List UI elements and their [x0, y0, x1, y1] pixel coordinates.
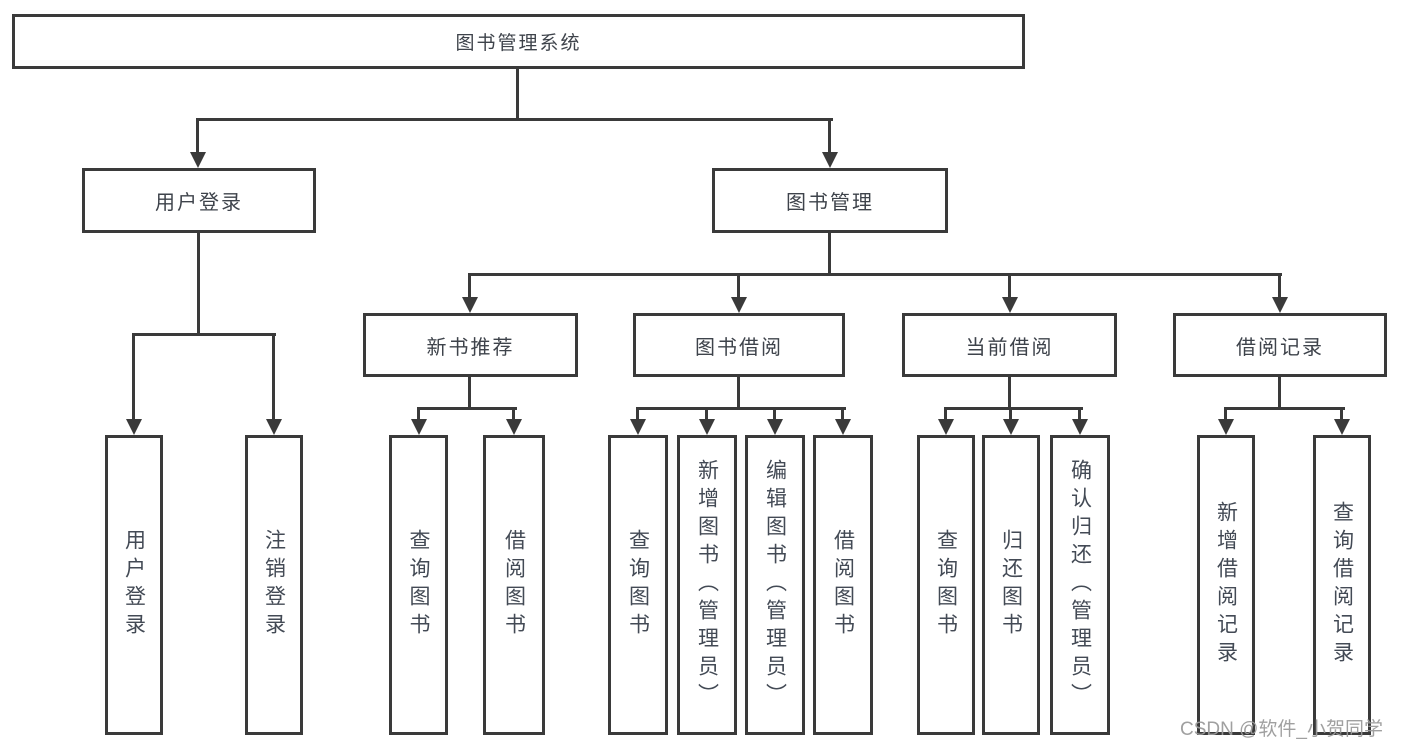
arrow-down-icon: [944, 407, 947, 419]
node-edit-book-admin: 编辑图书（管理员）: [745, 435, 805, 735]
arrow-down-icon: [828, 118, 831, 152]
connector-line: [468, 273, 1282, 276]
arrow-down-icon: [1078, 407, 1081, 419]
node-book-management: 图书管理: [712, 168, 948, 233]
node-new-book-recommend: 新书推荐: [363, 313, 578, 377]
node-label: 图书管理: [786, 192, 874, 214]
node-current-borrowing: 当前借阅: [902, 313, 1117, 377]
arrow-down-icon: [1008, 273, 1011, 297]
connector-line: [1224, 407, 1345, 410]
node-label: 新增图书（管理员）: [695, 459, 719, 711]
node-label: 查询图书: [626, 529, 650, 641]
arrow-down-icon: [1340, 407, 1343, 419]
arrow-down-icon: [512, 407, 515, 419]
node-user-login: 用户登录: [82, 168, 316, 233]
node-label: 确认归还（管理员）: [1068, 459, 1092, 711]
arrow-down-icon: [737, 273, 740, 297]
node-label: 注销登录: [262, 529, 286, 641]
arrow-down-icon: [196, 118, 199, 152]
connector-line: [516, 68, 519, 119]
arrow-down-icon: [417, 407, 420, 419]
connector-line: [417, 407, 517, 410]
connector-line: [828, 232, 831, 274]
node-label: 当前借阅: [965, 336, 1054, 359]
node-label: 查询借阅记录: [1330, 501, 1354, 669]
node-label: 借阅图书: [502, 529, 526, 641]
node-add-book-admin: 新增图书（管理员）: [677, 435, 737, 735]
connector-line: [737, 376, 740, 408]
node-label: 借阅记录: [1236, 336, 1324, 359]
node-label: 归还图书: [999, 529, 1023, 641]
connector-line: [196, 118, 833, 121]
node-borrow-books-borrowing: 借阅图书: [813, 435, 873, 735]
node-logout: 注销登录: [245, 435, 303, 735]
node-query-books-borrowing: 查询图书: [608, 435, 668, 735]
arrow-down-icon: [841, 407, 844, 419]
node-confirm-return-admin: 确认归还（管理员）: [1050, 435, 1110, 735]
node-query-books-current: 查询图书: [917, 435, 975, 735]
arrow-down-icon: [1009, 407, 1012, 419]
node-add-borrow-record: 新增借阅记录: [1197, 435, 1255, 735]
node-label: 编辑图书（管理员）: [763, 459, 787, 711]
node-label: 图书管理系统: [455, 33, 582, 54]
connector-line: [1278, 376, 1281, 408]
node-book-borrowing: 图书借阅: [633, 313, 845, 377]
node-user-login-leaf: 用户登录: [105, 435, 163, 735]
arrow-down-icon: [272, 333, 275, 419]
csdn-watermark: CSDN @软件_小贺同学: [1180, 719, 1383, 740]
node-label: 借阅图书: [831, 529, 855, 641]
connector-line: [1008, 376, 1011, 408]
node-label: 图书借阅: [695, 336, 783, 359]
node-query-borrow-record: 查询借阅记录: [1313, 435, 1371, 735]
arrow-down-icon: [132, 333, 135, 419]
node-library-management-system: 图书管理系统: [12, 14, 1025, 69]
node-label: 查询图书: [934, 529, 958, 641]
connector-line: [636, 407, 846, 410]
arrow-down-icon: [636, 407, 639, 419]
node-label: 新增借阅记录: [1214, 501, 1238, 669]
arrow-down-icon: [1278, 273, 1281, 297]
arrow-down-icon: [1224, 407, 1227, 419]
arrow-down-icon: [773, 407, 776, 419]
connector-line: [197, 232, 200, 334]
node-label: 用户登录: [122, 529, 146, 641]
node-borrowing-records: 借阅记录: [1173, 313, 1387, 377]
node-label: 用户登录: [155, 192, 243, 214]
node-borrow-books-recommend: 借阅图书: [483, 435, 545, 735]
arrow-down-icon: [705, 407, 708, 419]
node-query-books-recommend: 查询图书: [389, 435, 448, 735]
node-return-books: 归还图书: [982, 435, 1040, 735]
node-label: 查询图书: [407, 529, 430, 641]
connector-line: [944, 407, 1083, 410]
connector-line: [132, 333, 276, 336]
arrow-down-icon: [468, 273, 471, 297]
connector-line: [468, 376, 471, 408]
node-label: 新书推荐: [426, 336, 515, 359]
